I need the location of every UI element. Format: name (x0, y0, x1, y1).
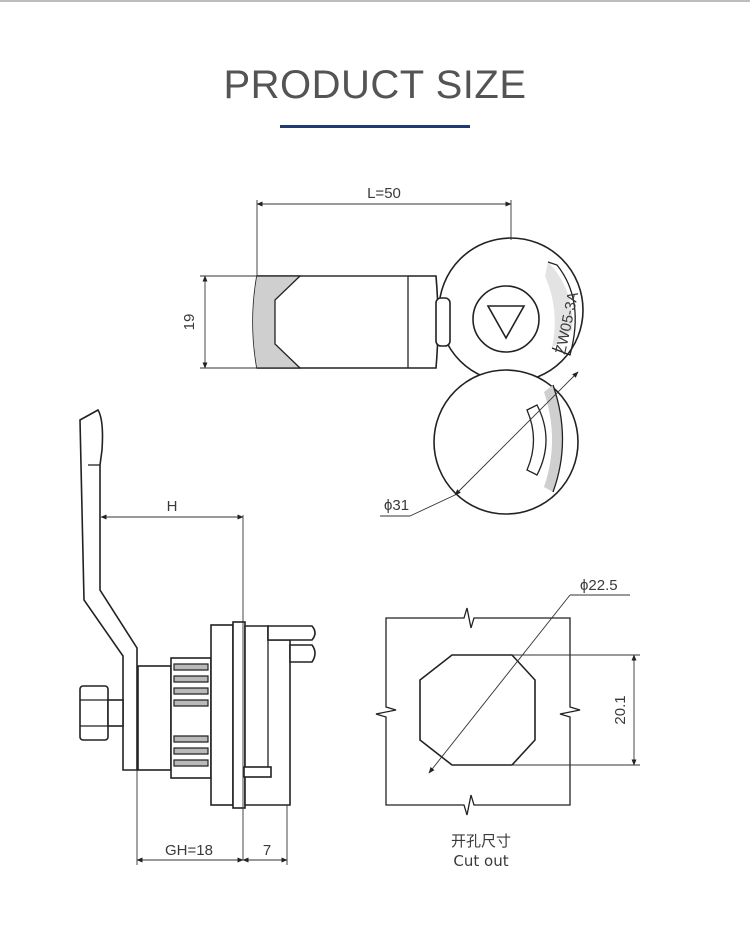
top-view: ZW05-3A L=50 19 ϕ31 (181, 185, 584, 517)
cam-lever (79, 408, 138, 771)
cutout-diameter-label: ϕ22.5 (580, 577, 618, 594)
length-label: L=50 (367, 185, 401, 202)
cutout-view: ϕ22.5 20.1 开孔尺寸 Cut out (375, 577, 640, 870)
hex-nut (79, 685, 124, 741)
dimension-height: 19 (181, 275, 257, 369)
h-label: H (167, 498, 178, 515)
dimension-h: H (100, 498, 244, 860)
gh-label: GH=18 (165, 842, 213, 859)
top-divider (0, 0, 750, 2)
diameter-label: ϕ31 (384, 497, 409, 514)
threaded-body (137, 621, 246, 809)
title-underline (280, 125, 470, 128)
lever-arm-top (252, 275, 439, 369)
flat-label: 20.1 (612, 695, 629, 724)
triangle-arrow-icon (486, 305, 526, 340)
cutout-caption-cn: 开孔尺寸 (451, 832, 511, 850)
dimension-diameter: ϕ31 (380, 371, 579, 517)
seven-label: 7 (263, 842, 271, 859)
height-label: 19 (181, 314, 198, 331)
dimension-seven: 7 (242, 805, 288, 865)
dimension-length: L=50 (256, 185, 512, 276)
side-view: H GH=18 7 (79, 408, 316, 865)
lock-cover (433, 369, 579, 515)
page-title: PRODUCT SIZE (223, 63, 527, 107)
head-side (243, 625, 316, 806)
dimension-gh: GH=18 (136, 770, 244, 865)
lock-head-face: ZW05-3A (435, 237, 584, 383)
cutout-caption-en: Cut out (453, 852, 508, 870)
